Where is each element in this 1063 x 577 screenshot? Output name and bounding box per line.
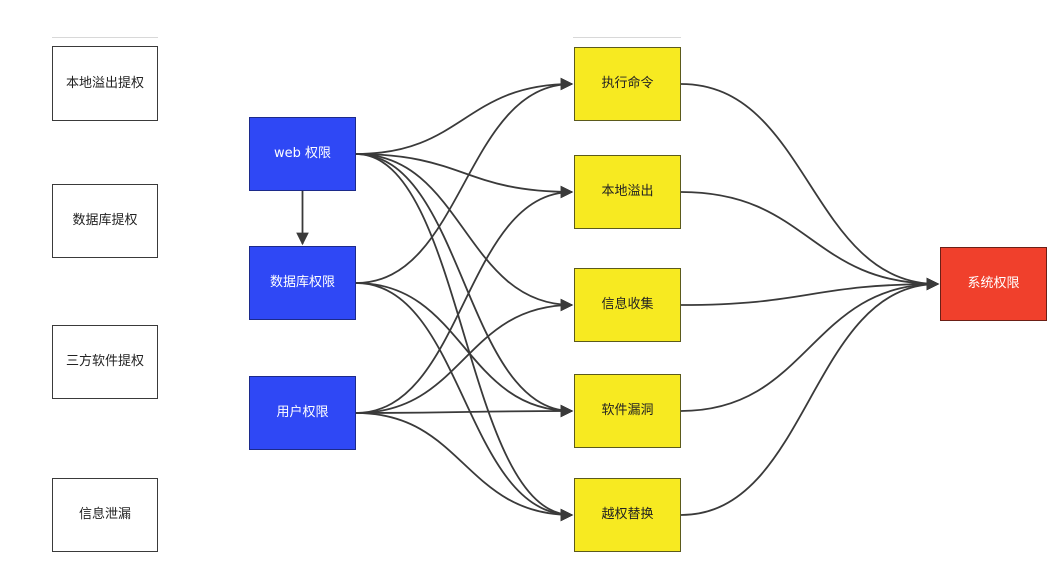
edge-privilege-bypass-replace-to-system-permission [680, 277, 940, 516]
node-label: 软件漏洞 [601, 403, 654, 419]
node-software-vulnerability: 软件漏洞 [574, 374, 681, 448]
edge-database-permission-to-execute-command [355, 77, 574, 284]
edge-user-permission-to-local-overflow [355, 185, 574, 414]
edge-database-permission-to-software-vulnerability [355, 282, 574, 418]
edge-user-permission-to-privilege-bypass-replace [355, 412, 574, 522]
top-divider-middle [573, 37, 681, 38]
node-label: 本地溢出提权 [65, 75, 144, 91]
node-local-overflow: 本地溢出 [574, 155, 681, 229]
node-system-permission: 系统权限 [940, 247, 1047, 321]
edge-web-permission-to-privilege-bypass-replace [355, 153, 574, 522]
node-label: 执行命令 [601, 76, 654, 92]
node-privilege-bypass-replace: 越权替换 [574, 478, 681, 552]
node-info-gathering: 信息收集 [574, 268, 681, 342]
edge-web-permission-to-local-overflow [355, 153, 574, 199]
edge-user-permission-to-info-gathering [355, 298, 574, 414]
node-label: web 权限 [273, 146, 331, 162]
node-user-permission: 用户权限 [249, 376, 356, 450]
node-label: 数据库权限 [269, 275, 335, 291]
top-divider-left [52, 37, 158, 38]
edge-web-permission-to-info-gathering [355, 153, 574, 312]
node-database-escalation: 数据库提权 [52, 184, 158, 258]
node-label: 本地溢出 [601, 184, 654, 200]
node-local-overflow-escalation: 本地溢出提权 [52, 46, 158, 121]
node-info-leak: 信息泄漏 [52, 478, 158, 552]
node-database-permission: 数据库权限 [249, 246, 356, 320]
edge-web-permission-to-execute-command [355, 77, 574, 155]
edge-web-permission-to-software-vulnerability [355, 153, 574, 418]
node-label: 三方软件提权 [65, 354, 144, 370]
node-label: 信息收集 [601, 297, 654, 313]
node-third-party-software-escalation: 三方软件提权 [52, 325, 158, 399]
edge-local-overflow-to-system-permission [680, 191, 940, 291]
node-label: 系统权限 [967, 276, 1020, 292]
node-label: 信息泄漏 [78, 507, 131, 523]
edge-software-vulnerability-to-system-permission [680, 277, 940, 412]
edge-info-gathering-to-system-permission [680, 277, 940, 306]
node-label: 数据库提权 [72, 213, 138, 229]
node-label: 越权替换 [601, 507, 654, 523]
node-execute-command: 执行命令 [574, 47, 681, 121]
node-label: 用户权限 [276, 405, 329, 421]
edge-user-permission-to-software-vulnerability [355, 404, 574, 418]
edge-execute-command-to-system-permission [680, 83, 940, 291]
edge-database-permission-to-privilege-bypass-replace [355, 282, 574, 522]
node-web-permission: web 权限 [249, 117, 356, 191]
